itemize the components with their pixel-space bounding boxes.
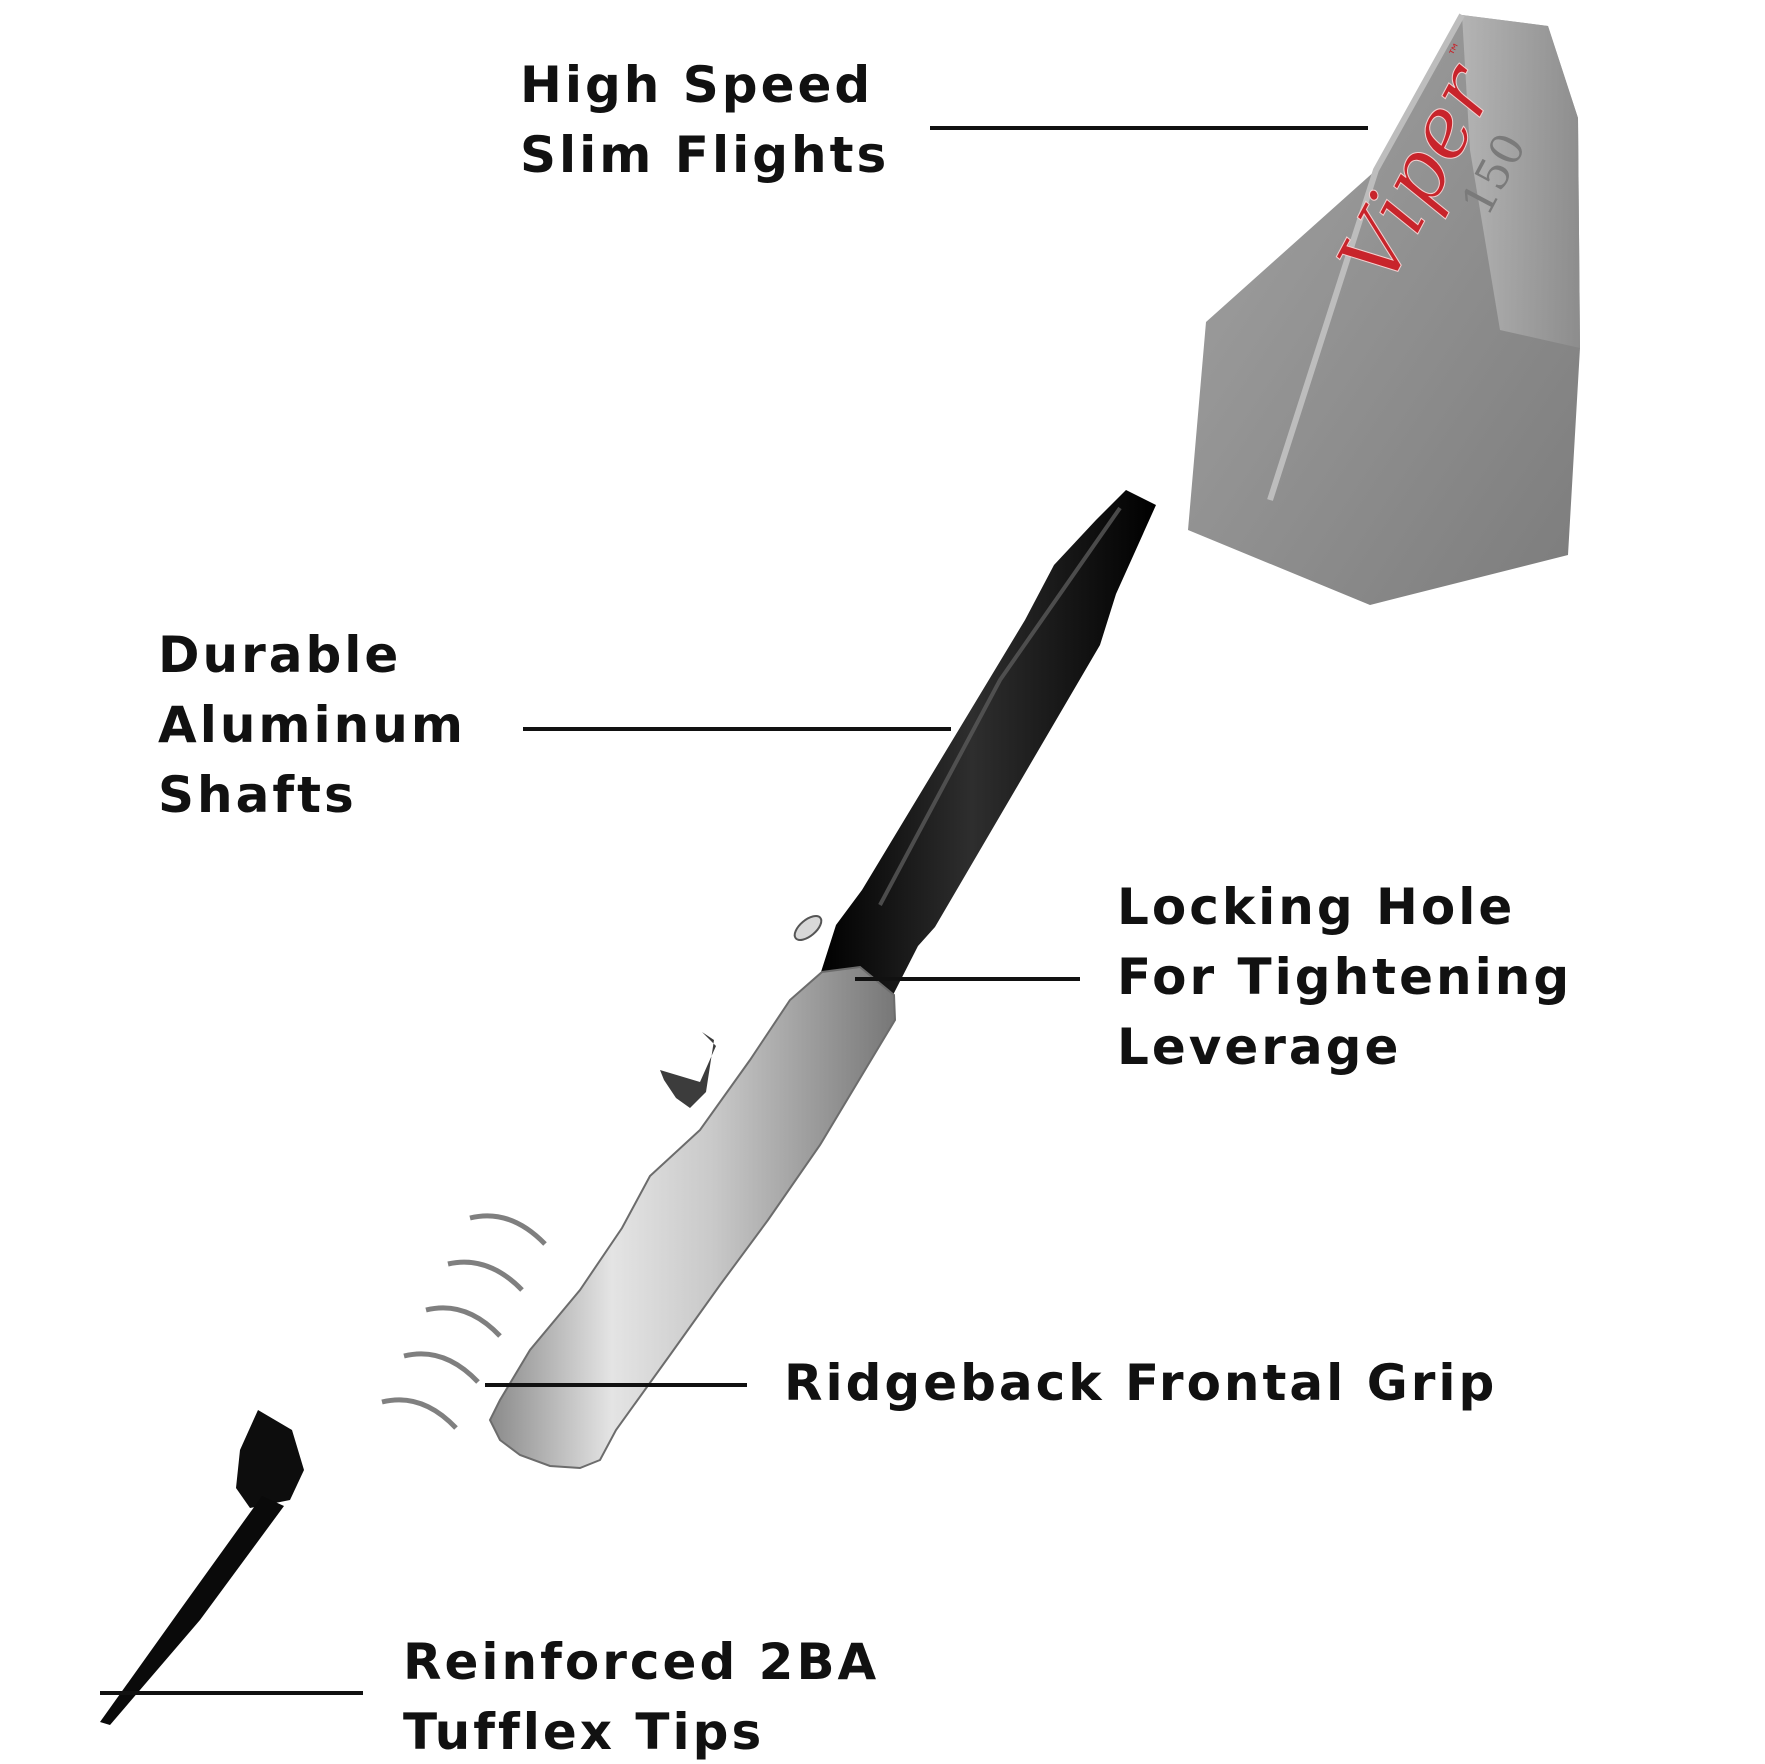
leader-line-shafts [523, 727, 951, 731]
grip-ring-5 [381, 1397, 458, 1430]
dart-shaft [793, 490, 1156, 1003]
barrel-grip-rings [381, 1213, 547, 1430]
flight-wing-side [1462, 15, 1580, 348]
leader-line-grip [485, 1383, 747, 1387]
viper-logo-trademark: ™ [1445, 39, 1469, 62]
callout-shafts-line-2: Aluminum [158, 696, 466, 754]
callout-flights-line-1: High Speed [520, 56, 874, 114]
shaft-body [821, 490, 1156, 1003]
grip-ring-3 [425, 1305, 502, 1338]
callout-flights-line-2: Slim Flights [520, 126, 890, 184]
callout-shafts-line-3: Shafts [158, 766, 357, 824]
tip-point [100, 1496, 284, 1725]
callout-grip: Ridgeback Frontal Grip [784, 1348, 1497, 1418]
callout-locking-hole: Locking Hole For Tightening Leverage [1117, 872, 1572, 1082]
grip-ring-4 [403, 1351, 480, 1384]
barrel-body [488, 965, 897, 1470]
callout-tips-line-1: Reinforced 2BA [403, 1633, 880, 1691]
callout-shafts: Durable Aluminum Shafts [158, 620, 466, 830]
grip-ring-2 [447, 1259, 524, 1292]
dart-barrel [381, 965, 897, 1470]
tip-collar [236, 1410, 304, 1508]
leader-line-flights [930, 126, 1368, 130]
dart-tip [100, 1410, 304, 1725]
callout-locking-hole-line-1: Locking Hole [1117, 878, 1516, 936]
callout-locking-hole-line-2: For Tightening [1117, 948, 1573, 1006]
barrel-emblem [660, 1032, 716, 1108]
callout-tips-line-2: Tufflex Tips [403, 1703, 765, 1761]
callout-shafts-line-1: Durable [158, 626, 402, 684]
callout-locking-hole-line-3: Leverage [1117, 1018, 1402, 1076]
callout-grip-line-1: Ridgeback Frontal Grip [784, 1354, 1498, 1412]
locking-hole [793, 915, 823, 941]
grip-ring-1 [469, 1213, 547, 1246]
shaft-highlight [878, 506, 1122, 906]
callout-flights: High Speed Slim Flights [520, 50, 889, 190]
flight-center-fold [1267, 13, 1465, 501]
leader-line-tips [100, 1691, 363, 1695]
callout-tips: Reinforced 2BA Tufflex Tips [403, 1627, 879, 1764]
leader-line-locking-hole [855, 977, 1080, 981]
dart-flight: Viper 150 ™ [1188, 13, 1580, 605]
